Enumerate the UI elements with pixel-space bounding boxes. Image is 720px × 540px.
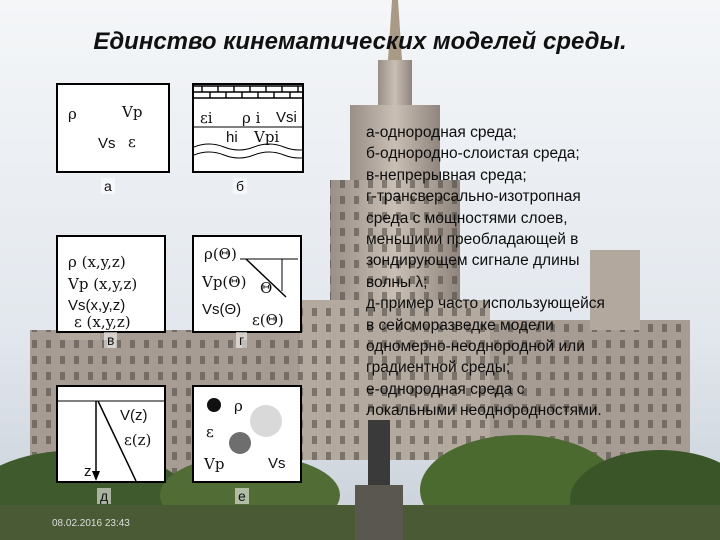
model-g-anisotropic: ρ(Θ) Vp(Θ) Θ Vs(Θ) ε(Θ) xyxy=(192,235,302,333)
description-line: б-однородно-слоистая среда; xyxy=(366,145,580,163)
description-line: д-пример часто использующейся xyxy=(366,295,605,313)
density-label: ρ xyxy=(234,397,243,415)
description-line: а-однородная среда; xyxy=(366,124,517,141)
vs-angle-label: Vs(Θ) xyxy=(202,301,242,318)
description-line: е-однородная среда с xyxy=(366,380,525,398)
density-label: ρ xyxy=(68,105,77,123)
description-line: градиентной среды; xyxy=(366,359,511,377)
density-function-label: ρ (x,y,z) xyxy=(68,253,126,271)
layer-thickness-label: hi xyxy=(226,129,238,146)
model-descriptions: а-однородная среда; б-однородно-слоистая… xyxy=(366,122,656,422)
description-line: в-непрерывная среда; xyxy=(366,166,527,184)
vs-label: Vs xyxy=(98,135,116,152)
anisotropy-drawing xyxy=(240,258,298,298)
gradient-drawing xyxy=(58,400,164,481)
vp-label: Vp xyxy=(204,455,225,473)
caption-b: б xyxy=(233,178,248,194)
page-title: Единство кинематических моделей среды. xyxy=(93,28,627,55)
description-line: в сейсморазведке модели xyxy=(366,316,554,334)
model-d-gradient: V(z) ε(z) z xyxy=(56,385,166,483)
density-angle-label: ρ(Θ) xyxy=(204,245,237,263)
small-dark-inclusion xyxy=(207,398,221,412)
velocity-depth-label: V(z) xyxy=(120,407,148,424)
angle-theta-label: Θ xyxy=(260,279,273,297)
model-b-layered: εi ρ i Vsi hi Vpi xyxy=(192,83,304,173)
description-line: меньшими преобладающей в xyxy=(366,231,579,249)
description-line: волны λ; xyxy=(366,273,428,291)
slide-date: 08.02.2016 23:43 xyxy=(52,518,130,529)
epsilon-label: ε xyxy=(206,423,214,441)
caption-d: д xyxy=(97,488,112,504)
layer-vp-label: Vpi xyxy=(254,128,280,146)
caption-a: а xyxy=(101,178,115,194)
description-line: среда с мощностями слоев, xyxy=(366,209,568,227)
description-line: зондирующем сигнале длины xyxy=(366,252,580,270)
vs-function-label: Vs(x,y,z) xyxy=(68,297,126,314)
caption-e: е xyxy=(235,488,249,504)
model-e-inclusions: ρ ε Vp Vs xyxy=(192,385,302,483)
vp-function-label: Vp (x,y,z) xyxy=(68,275,138,293)
description-line: одномерно-неоднородной или xyxy=(366,338,585,356)
layer-vs-label: Vsi xyxy=(276,109,297,126)
depth-axis-label: z xyxy=(84,463,92,480)
vp-label: Vp xyxy=(122,103,143,121)
inclusions-drawing xyxy=(207,398,282,454)
description-line: локальными неоднородностями. xyxy=(366,402,602,420)
epsilon-function-label: ε (x,y,z) xyxy=(74,313,131,331)
epsilon-depth-label: ε(z) xyxy=(124,431,152,449)
vp-angle-label: Vp(Θ) xyxy=(202,273,247,291)
epsilon-angle-label: ε(Θ) xyxy=(252,311,284,329)
layered-medium-drawing xyxy=(194,85,302,159)
layer-epsilon-label: εi xyxy=(200,109,213,127)
epsilon-label: ε xyxy=(128,133,136,151)
medium-gray-inclusion xyxy=(229,432,251,454)
vs-label: Vs xyxy=(268,455,286,472)
caption-v: в xyxy=(104,332,118,348)
description-line: г-трансверсально-изотропная xyxy=(366,188,581,206)
model-a-homogeneous: ρ Vp Vs ε xyxy=(56,83,170,173)
layer-density-label: ρ i xyxy=(242,109,261,127)
caption-g: г xyxy=(236,332,248,348)
model-v-continuous: ρ (x,y,z) Vp (x,y,z) Vs(x,y,z) ε (x,y,z) xyxy=(56,235,166,333)
large-light-inclusion xyxy=(250,405,282,437)
